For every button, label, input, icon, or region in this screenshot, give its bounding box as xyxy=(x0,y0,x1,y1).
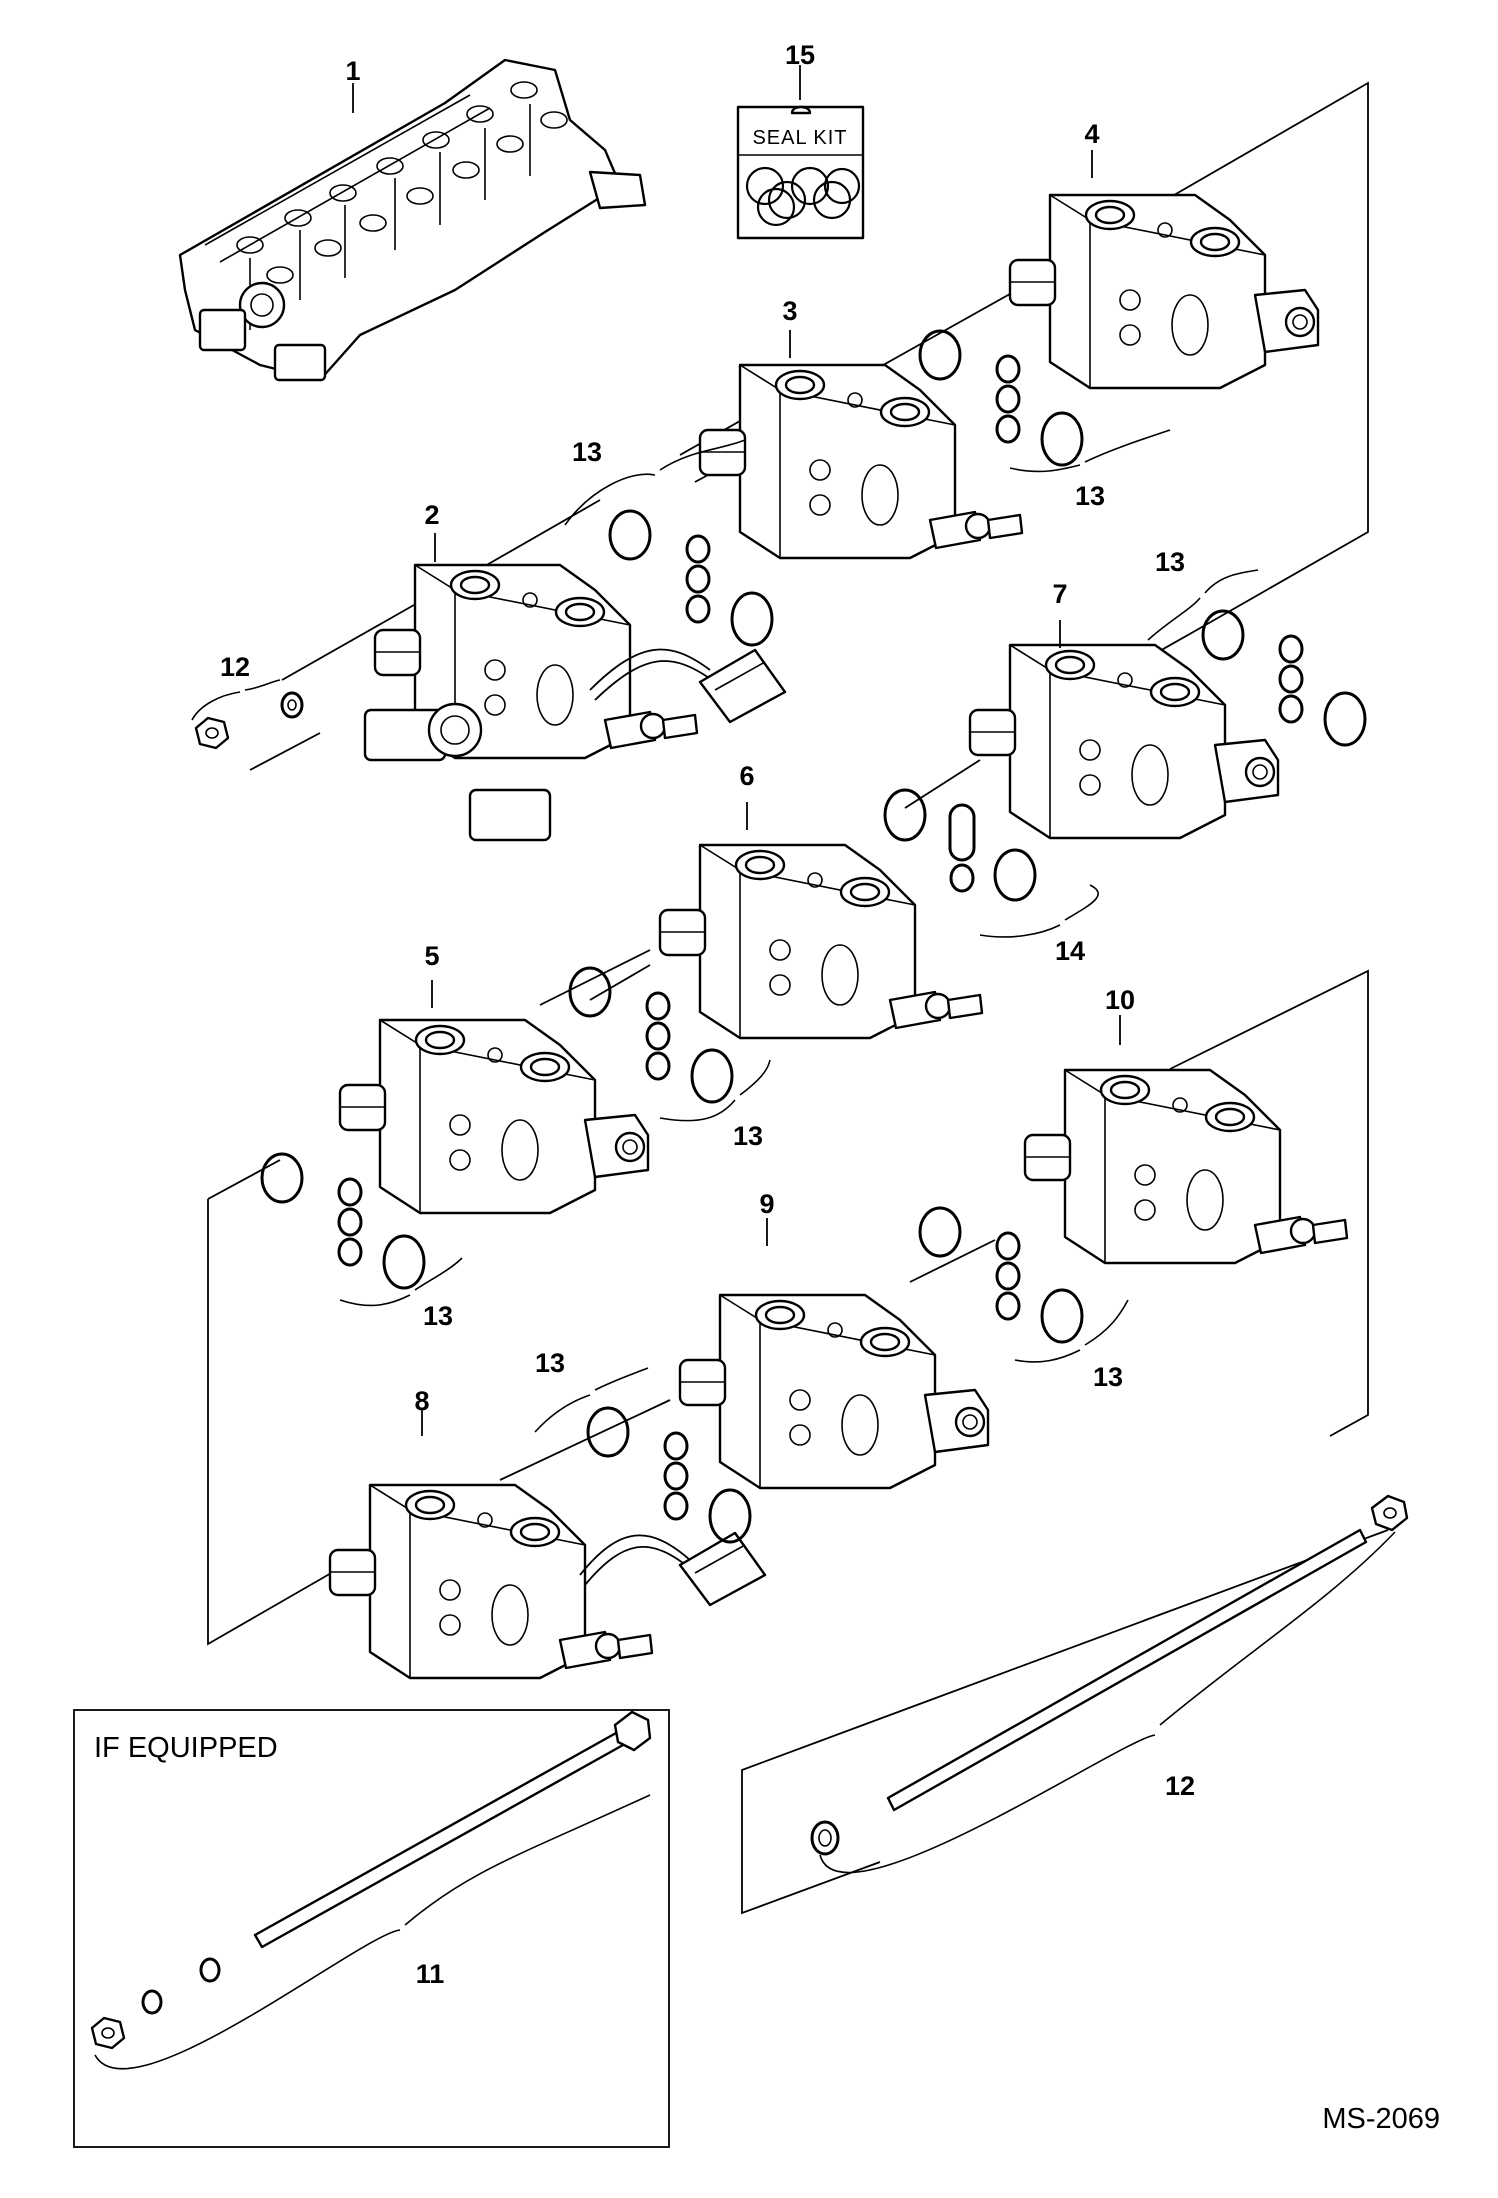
callout-13-g: 13 xyxy=(1093,1362,1123,1392)
leader-lines xyxy=(352,65,1121,1436)
callout-13-d: 13 xyxy=(733,1121,763,1151)
group-brackets xyxy=(191,429,1259,1433)
o-ring-set-d xyxy=(883,788,1037,902)
callout-11: 11 xyxy=(416,1959,445,1989)
nut-washer-12 xyxy=(194,691,304,750)
valve-section-2 xyxy=(363,565,787,842)
callout-5: 5 xyxy=(424,941,439,971)
callout-6: 6 xyxy=(739,761,754,791)
drawing-number: MS-2069 xyxy=(1322,2103,1440,2135)
valve-section-3 xyxy=(700,365,1022,558)
callout-1: 1 xyxy=(345,56,360,86)
valve-section-4 xyxy=(1010,195,1318,388)
callout-13-c: 13 xyxy=(1155,547,1185,577)
seal-kit-15 xyxy=(736,105,865,240)
valve-section-7 xyxy=(970,645,1278,838)
callout-2: 2 xyxy=(424,500,439,530)
o-ring-set-c xyxy=(1201,609,1367,747)
callout-15: 15 xyxy=(785,40,815,70)
valve-section-5 xyxy=(340,1020,648,1213)
valve-assembly-1 xyxy=(178,58,647,382)
callout-12-nut: 12 xyxy=(220,652,250,682)
callout-13-a: 13 xyxy=(572,437,602,467)
callout-10: 10 xyxy=(1105,985,1135,1015)
seal-kit-label: SEAL KIT xyxy=(752,127,847,149)
callout-8: 8 xyxy=(414,1386,429,1416)
callout-14: 14 xyxy=(1055,936,1085,966)
o-ring-set-g xyxy=(918,1206,1084,1344)
callout-3: 3 xyxy=(782,296,797,326)
valve-section-9 xyxy=(680,1295,988,1488)
valve-section-10 xyxy=(1025,1070,1347,1263)
valve-section-6 xyxy=(660,845,982,1038)
callout-13-b: 13 xyxy=(1075,481,1105,511)
callout-13-f: 13 xyxy=(535,1348,565,1378)
callout-9: 9 xyxy=(759,1189,774,1219)
callout-13-e: 13 xyxy=(423,1301,453,1331)
valve-section-8 xyxy=(330,1485,767,1678)
callout-7: 7 xyxy=(1052,579,1067,609)
callout-12-rod: 12 xyxy=(1165,1771,1195,1801)
callout-4: 4 xyxy=(1084,119,1099,149)
if-equipped-box xyxy=(73,1709,670,2148)
if-equipped-label: IF EQUIPPED xyxy=(94,1732,278,1764)
tie-rod-12 xyxy=(810,1494,1409,1874)
